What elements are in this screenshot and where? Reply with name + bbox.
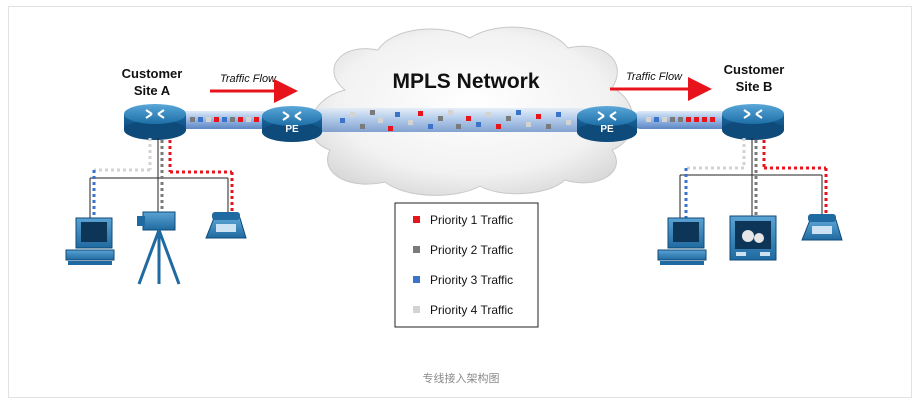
legend-swatch-priority-2 [413, 246, 420, 253]
legend-label-priority-2: Priority 2 Traffic [430, 243, 513, 257]
pe-router-right-icon [577, 106, 637, 142]
legend-swatch-priority-4 [413, 306, 420, 313]
mpls-network-title: MPLS Network [392, 70, 539, 93]
pe-router-left-icon [262, 106, 322, 142]
legend-swatch-priority-1 [413, 216, 420, 223]
site-a-label-line1: Customer [122, 66, 183, 81]
packets-left [190, 117, 259, 122]
video-camera-icon [137, 211, 181, 285]
traffic-flow-left-label: Traffic Flow [220, 73, 277, 85]
pc-site-b-icon [657, 217, 707, 265]
site-a-lan [89, 138, 234, 220]
legend-label-priority-4: Priority 4 Traffic [430, 303, 513, 317]
legend: Priority 1 Traffic Priority 2 Traffic Pr… [394, 202, 539, 328]
pe-left-label: PE [285, 124, 299, 135]
packets-core [340, 110, 571, 131]
site-b-label-line2: Site B [736, 79, 773, 94]
packets-right [646, 117, 715, 122]
site-a-label-line2: Site A [134, 83, 171, 98]
site-b-lan [679, 138, 828, 218]
traffic-flow-right-label: Traffic Flow [626, 71, 683, 83]
phone-site-b-icon [801, 214, 843, 241]
video-monitor-icon [729, 215, 777, 261]
legend-swatch-priority-3 [413, 276, 420, 283]
legend-label-priority-1: Priority 1 Traffic [430, 213, 513, 227]
legend-label-priority-3: Priority 3 Traffic [430, 273, 513, 287]
pc-site-a-icon [65, 217, 115, 265]
router-site-b-icon [722, 104, 784, 140]
phone-site-a-icon [205, 212, 247, 239]
site-b-label-line1: Customer [724, 62, 785, 77]
pe-right-label: PE [600, 124, 614, 135]
router-site-a-icon [124, 104, 186, 140]
figure-caption: 专线接入架构图 [422, 372, 500, 385]
